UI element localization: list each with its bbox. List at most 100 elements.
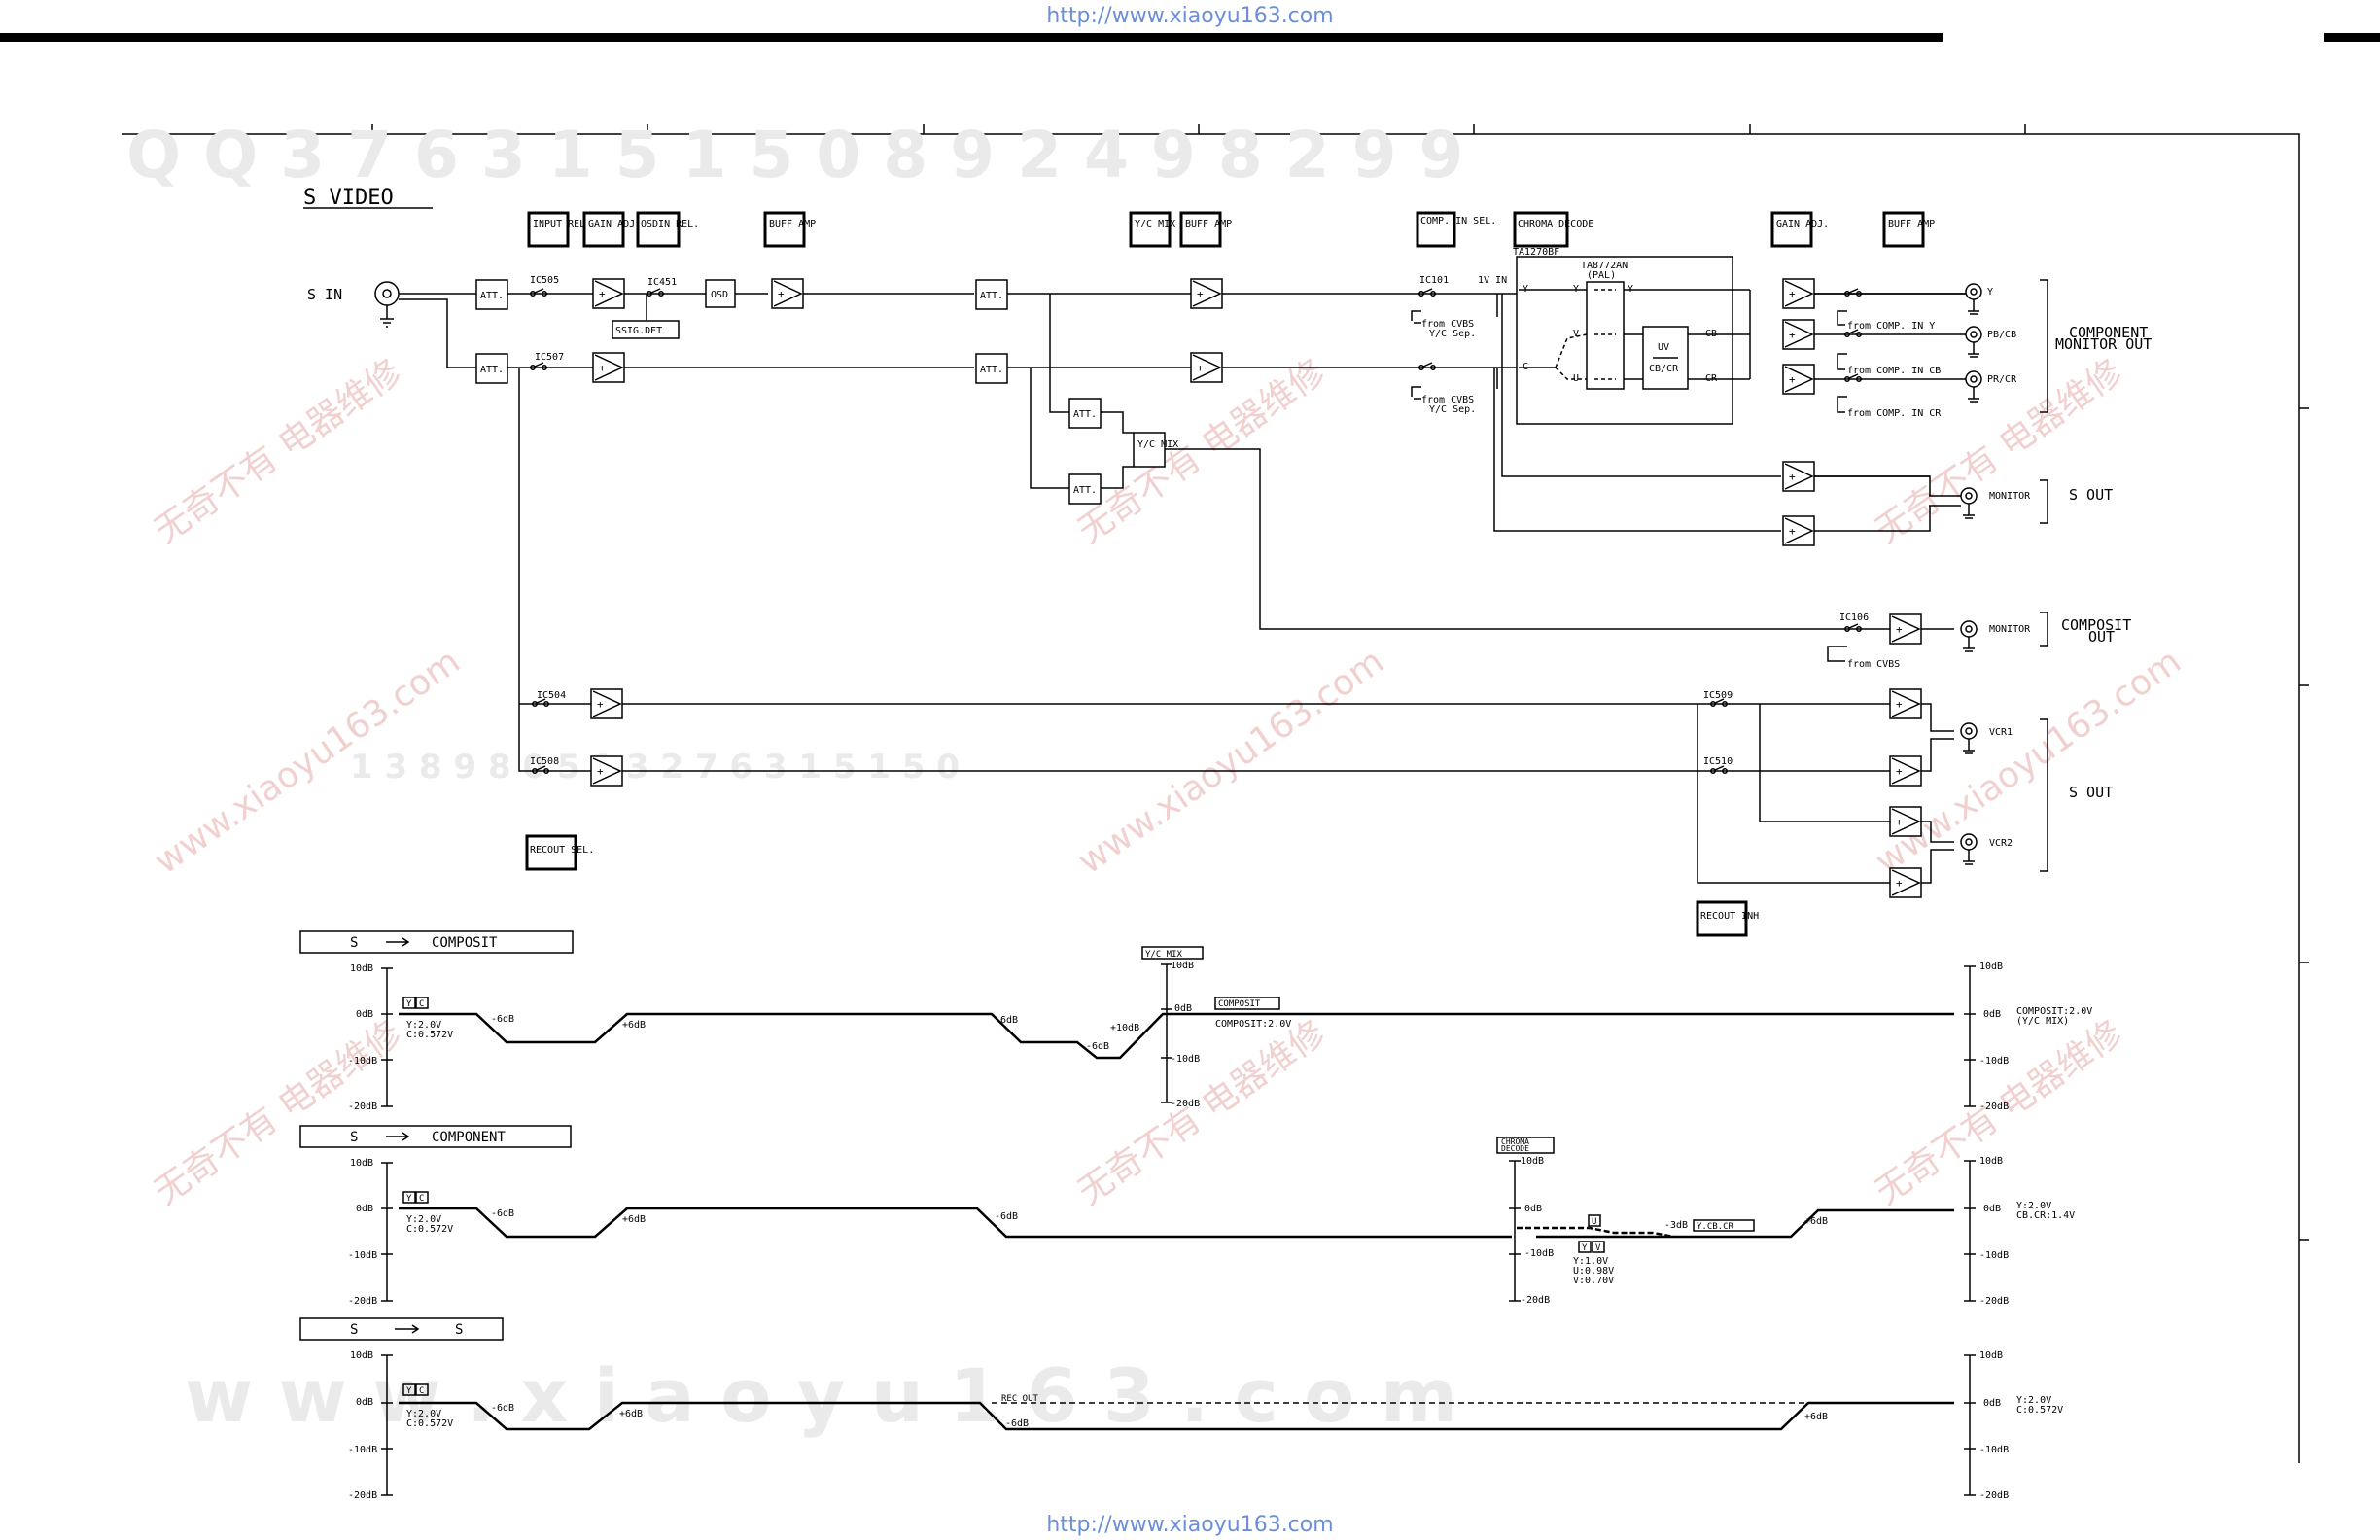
svg-text:ATT.: ATT. xyxy=(1073,485,1097,496)
svg-text:COMPOSIT:2.0V: COMPOSIT:2.0V xyxy=(1215,1019,1291,1030)
svg-text:C:0.572V: C:0.572V xyxy=(406,1224,453,1235)
svg-text:-10dB: -10dB xyxy=(1979,1445,2009,1455)
svg-text:-20dB: -20dB xyxy=(348,1102,377,1112)
svg-text:-20dB: -20dB xyxy=(348,1296,377,1307)
svg-text:IC451: IC451 xyxy=(648,277,677,288)
svg-text:www.xiaoyu163.com: www.xiaoyu163.com xyxy=(1071,642,1391,883)
svg-text:COMPOSIT: COMPOSIT xyxy=(1218,999,1261,1009)
svg-text:IC504: IC504 xyxy=(537,690,566,701)
svg-text:PB/CB: PB/CB xyxy=(1987,330,2016,340)
svg-text:V:0.70V: V:0.70V xyxy=(1573,1276,1614,1286)
svg-text:Y: Y xyxy=(1987,287,1993,298)
svg-text:(Y/C MIX): (Y/C MIX) xyxy=(2016,1016,2069,1027)
svg-text:Y:2.0V: Y:2.0V xyxy=(2016,1395,2051,1406)
svg-text:-10dB: -10dB xyxy=(348,1250,377,1261)
svg-text:OSD: OSD xyxy=(711,290,728,300)
svg-text:from COMP. IN CR: from COMP. IN CR xyxy=(1847,408,1942,419)
svg-text:-10dB: -10dB xyxy=(348,1056,377,1067)
svg-text:-10dB: -10dB xyxy=(1171,1054,1200,1065)
svg-text:UV: UV xyxy=(1658,342,1669,353)
svg-text:from CVBS: from CVBS xyxy=(1421,319,1474,330)
svg-text:0dB: 0dB xyxy=(1524,1204,1542,1214)
svg-text:+6dB: +6dB xyxy=(1804,1216,1828,1227)
svg-text:CB/CR: CB/CR xyxy=(1649,364,1679,374)
svg-text:-20dB: -20dB xyxy=(348,1490,377,1501)
svg-text:COMPONENT: COMPONENT xyxy=(2069,324,2148,341)
svg-text:Y.CB.CR: Y.CB.CR xyxy=(1697,1222,1734,1232)
svg-text:COMP. IN SEL.: COMP. IN SEL. xyxy=(1420,216,1496,227)
svg-text:CB: CB xyxy=(1705,329,1717,339)
source-url-bottom[interactable]: http://www.xiaoyu163.com xyxy=(1046,1513,1334,1537)
att-blocks: ATT. ATT. ATT. ATT. ATT. ATT. Y/C MIX OS… xyxy=(475,279,1178,505)
svg-text:U: U xyxy=(1573,373,1579,384)
svg-text:Y/C Sep.: Y/C Sep. xyxy=(1429,404,1476,415)
svg-text:0dB: 0dB xyxy=(1174,1003,1192,1014)
svg-text:S OUT: S OUT xyxy=(2069,486,2113,504)
svg-text:10dB: 10dB xyxy=(1521,1156,1544,1167)
svg-text:0dB: 0dB xyxy=(1983,1204,2001,1214)
svg-text:Y/C MIX: Y/C MIX xyxy=(1135,219,1175,229)
svg-text:10dB: 10dB xyxy=(1979,962,2003,972)
svg-text:C:0.572V: C:0.572V xyxy=(406,1418,453,1429)
svg-text:U: U xyxy=(1592,1217,1596,1227)
svg-text:+6dB: +6dB xyxy=(622,1214,646,1225)
svg-text:REC OUT: REC OUT xyxy=(1001,1394,1039,1404)
svg-text:-10dB: -10dB xyxy=(348,1445,377,1455)
svg-text:MONITOR: MONITOR xyxy=(1989,491,2031,502)
watermark: Q Q 3 7 6 3 1 5 1 5 0 8 9 2 4 9 8 2 9 9 … xyxy=(126,118,2188,1439)
svg-text:Y: Y xyxy=(1573,284,1579,295)
svg-text:from COMP. IN Y: from COMP. IN Y xyxy=(1847,321,1935,332)
svg-text:V: V xyxy=(1595,1243,1601,1253)
svg-text:10dB: 10dB xyxy=(350,1158,373,1169)
svg-text:VCR1: VCR1 xyxy=(1989,727,2012,738)
svg-text:IC508: IC508 xyxy=(530,756,559,767)
svg-text:BUFF AMP: BUFF AMP xyxy=(1888,219,1935,229)
svg-text:-20dB: -20dB xyxy=(1979,1490,2009,1501)
ic-labels: IC505 IC451 IC507 IC101 TA1270BF TA8772A… xyxy=(530,247,1869,767)
watermark-digits-mid: 1 3 8 9 8 0 5 1 3 2 7 6 3 1 5 1 5 0 xyxy=(350,748,960,787)
svg-text:BUFF AMP: BUFF AMP xyxy=(1185,219,1232,229)
svg-text:ATT.: ATT. xyxy=(980,365,1003,375)
svg-text:+6dB: +6dB xyxy=(619,1409,643,1419)
s-in-jack xyxy=(374,281,400,306)
svg-text:Y/C Sep.: Y/C Sep. xyxy=(1429,329,1476,339)
svg-text:CB.CR:1.4V: CB.CR:1.4V xyxy=(2016,1210,2075,1221)
svg-text:Y:2.0V: Y:2.0V xyxy=(406,1214,441,1225)
svg-text:1V IN: 1V IN xyxy=(1478,275,1507,286)
source-notes: from CVBS Y/C Sep. from CVBS Y/C Sep. fr… xyxy=(1411,310,1942,670)
svg-text:10dB: 10dB xyxy=(350,963,373,974)
source-url-top[interactable]: http://www.xiaoyu163.com xyxy=(1046,4,1334,28)
svg-text:-20dB: -20dB xyxy=(1979,1102,2009,1112)
svg-text:-20dB: -20dB xyxy=(1521,1295,1550,1306)
svg-text:-6dB: -6dB xyxy=(491,1014,514,1025)
svg-text:C: C xyxy=(419,1386,424,1396)
svg-text:U:0.98V: U:0.98V xyxy=(1573,1266,1614,1277)
svg-text:(PAL): (PAL) xyxy=(1587,270,1616,281)
svg-text:CHROMA: CHROMA xyxy=(1501,1138,1529,1146)
pin-labels: 1V IN Y Y C V U Y CB CR xyxy=(1478,275,1718,384)
svg-text:0dB: 0dB xyxy=(1983,1009,2001,1020)
svg-text:无奇不有 电器维修: 无奇不有 电器维修 xyxy=(148,352,409,551)
svg-text:IC106: IC106 xyxy=(1839,612,1869,623)
svg-text:C:0.572V: C:0.572V xyxy=(2016,1405,2063,1416)
svg-text:Y: Y xyxy=(406,999,412,1009)
svg-text:C: C xyxy=(1522,362,1528,372)
svg-text:GAIN ADJ.: GAIN ADJ. xyxy=(1776,219,1829,229)
svg-text:GAIN ADJ.: GAIN ADJ. xyxy=(588,219,641,229)
svg-text:无奇不有 电器维修: 无奇不有 电器维修 xyxy=(1869,1013,2130,1212)
svg-text:Y:2.0V: Y:2.0V xyxy=(2016,1201,2051,1211)
svg-text:-20dB: -20dB xyxy=(1979,1296,2009,1307)
svg-text:SSIG.DET: SSIG.DET xyxy=(615,326,662,336)
svg-text:COMPOSIT: COMPOSIT xyxy=(2061,616,2131,634)
svg-text:10dB: 10dB xyxy=(1171,961,1194,971)
svg-text:BUFF AMP: BUFF AMP xyxy=(769,219,816,229)
svg-text:-6dB: -6dB xyxy=(491,1208,514,1219)
svg-text:MONITOR OUT: MONITOR OUT xyxy=(2055,335,2152,353)
svg-text:C: C xyxy=(419,999,424,1009)
svg-text:Y/C MIX: Y/C MIX xyxy=(1145,950,1183,960)
chroma-decoder-ic: UV CB/CR xyxy=(1516,256,1751,425)
svg-text:IC505: IC505 xyxy=(530,275,559,286)
svg-text:COMPOSIT: COMPOSIT xyxy=(432,935,498,951)
